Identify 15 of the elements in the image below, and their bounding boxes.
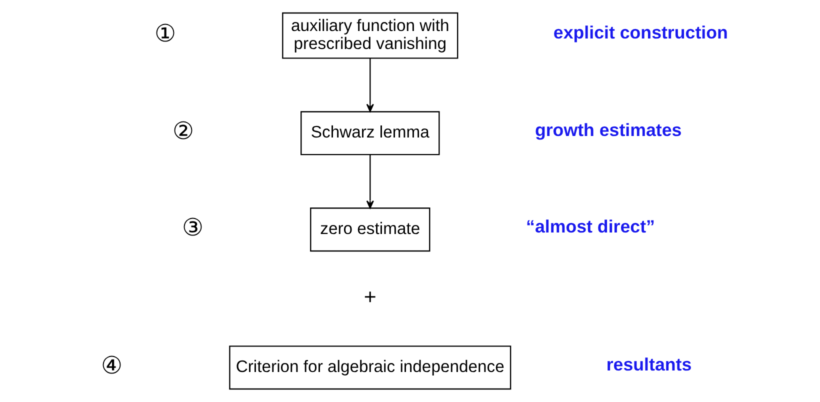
label: ② (172, 118, 194, 146)
label: + (364, 284, 376, 309)
label: resultants (606, 354, 692, 375)
arrow (366, 154, 374, 209)
node-box: auxiliary function with prescribed vanishing (282, 12, 458, 59)
node-box: Criterion for algebraic independence (229, 346, 512, 390)
label: explicit construction (553, 22, 728, 43)
label: ① (154, 20, 176, 48)
label: growth estimates (534, 120, 682, 140)
label: “almost direct” (526, 216, 655, 237)
node-box: Schwarz lemma (300, 111, 440, 156)
arrow (366, 58, 374, 112)
node-box: zero estimate (310, 208, 430, 252)
label: ④ (100, 352, 123, 380)
label: ③ (182, 214, 204, 242)
